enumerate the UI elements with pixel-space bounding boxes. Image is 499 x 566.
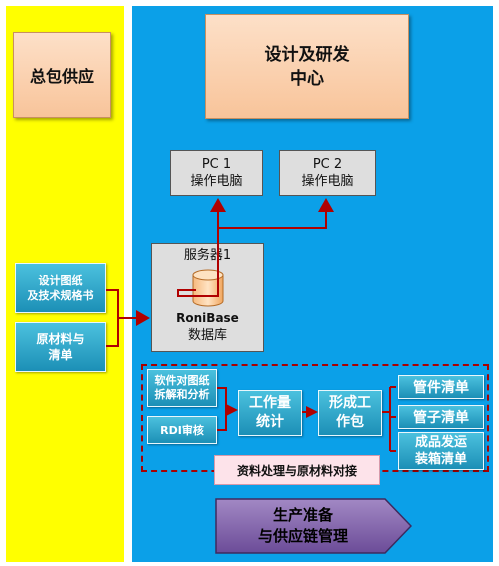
rd-center-box: 设计及研发 中心 [205,14,409,119]
raw-materials-label: 原材料与 清单 [36,332,85,362]
data-processing-label: 资料处理与原材料对接 [236,463,357,478]
pc2-line2: 操作电脑 [301,174,354,189]
software-analysis-label: 软件对图纸 拆解和分析 [154,374,210,401]
workload-box: 工作量 统计 [238,390,302,436]
database-icon [192,269,223,307]
general-supply-label: 总包供应 [29,67,94,86]
pc1-line2: 操作电脑 [190,174,243,189]
connector-lists [382,386,396,452]
production-label: 生产准备 与供应链管理 [257,506,348,545]
connector-analysis [217,387,227,431]
pipe-list-label: 管件清单 [413,380,469,396]
server-box: 服务器1 RoniBase 数据库 [151,243,264,352]
work-package-label: 形成工 作包 [329,395,371,430]
rd-center-label: 设计及研发 中心 [264,44,350,89]
production-arrow-shape [215,498,412,554]
raw-materials-box: 原材料与 清单 [15,322,106,372]
pc1-line1: PC 1 [201,157,232,172]
connector-design-docs [106,289,119,347]
rdi-review-label: RDI审核 [160,424,204,437]
production-box: 生产准备 与供应链管理 [218,501,388,551]
data-processing-box: 资料处理与原材料对接 [214,455,380,485]
general-supply-box: 总包供应 [13,32,111,118]
packing-list-label: 成品发运 装箱清单 [414,435,467,467]
tube-list-box: 管子清单 [398,405,484,429]
work-package-box: 形成工 作包 [318,390,382,436]
tube-list-label: 管子清单 [413,410,469,426]
server-db-label: 数据库 [187,328,227,343]
design-docs-box: 设计图纸 及技术规格书 [15,263,106,313]
server-db-name: RoniBase [176,311,239,325]
server-title: 服务器1 [183,248,232,263]
workload-label: 工作量 统计 [249,395,291,430]
software-analysis-box: 软件对图纸 拆解和分析 [147,369,217,407]
packing-list-box: 成品发运 装箱清单 [398,432,484,470]
pc2-box: PC 2 操作电脑 [279,150,376,196]
design-docs-label: 设计图纸 及技术规格书 [27,274,94,302]
rdi-review-box: RDI审核 [147,416,217,444]
connector-db-to-pcs [177,201,327,297]
pc1-box: PC 1 操作电脑 [170,150,263,196]
pc2-line1: PC 2 [312,157,343,172]
pipe-list-box: 管件清单 [398,375,484,399]
